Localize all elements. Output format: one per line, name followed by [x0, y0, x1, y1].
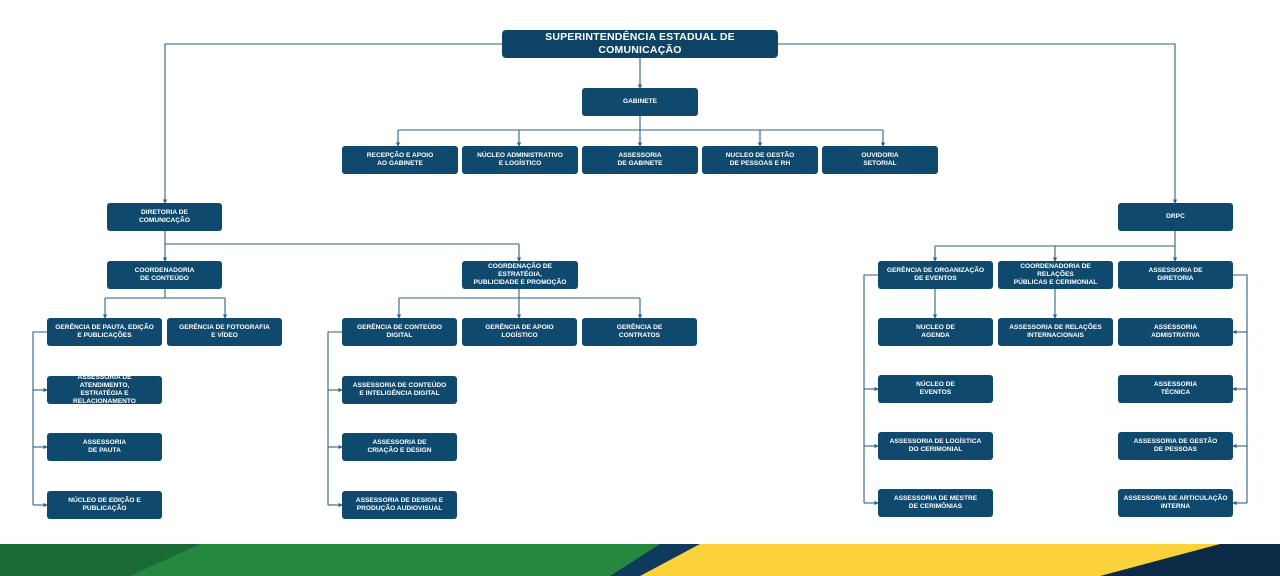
node-ger-pauta[interactable]: GERÊNCIA DE PAUTA, EDIÇÃO E PUBLICAÇÕES [47, 318, 162, 346]
connector-line [935, 231, 1176, 247]
connector-line [327, 331, 342, 505]
node-assessoria-gabinete[interactable]: ASSESSORIA DE GABINETE [582, 146, 698, 174]
band-navy [610, 544, 700, 576]
node-nucleo-gestao-pessoas[interactable]: NUCLEO DE GESTÃO DE PESSOAS E RH [702, 146, 818, 174]
node-gabinete[interactable]: GABINETE [582, 88, 698, 116]
node-coord-relacoes[interactable]: COORDENADORIA DE RELAÇÕES PÚBLICAS E CER… [998, 261, 1113, 289]
footer-color-band [0, 544, 1280, 576]
node-drpc[interactable]: DRPC [1118, 203, 1233, 231]
node-assessoria-design-audiovisual[interactable]: ASSESSORIA DE DESIGN E PRODUÇÃO AUDIOVIS… [342, 491, 457, 519]
node-assessoria-atendimento[interactable]: ASSESSORIA DE ATENDIMENTO, ESTRATÉGIA E … [47, 374, 162, 405]
band-green [130, 544, 700, 576]
connector-line [1233, 274, 1248, 503]
node-nucleo-eventos[interactable]: NÚCLEO DE EVENTOS [878, 375, 993, 403]
node-assessoria-relacoes-internacionais[interactable]: ASSESSORIA DE RELAÇÕES INTERNACIONAIS [998, 318, 1113, 346]
node-recepcao-apoio[interactable]: RECEPÇÃO E APOIO AO GABINETE [342, 146, 458, 174]
connector-line [164, 231, 519, 245]
node-ger-conteudo-digital[interactable]: GERÊNCIA DE CONTEÚDO DIGITAL [342, 318, 457, 346]
node-assessoria-mestre-cerimonias[interactable]: ASSESSORIA DE MESTRE DE CERIMÔNIAS [878, 489, 993, 517]
band-navy-dark [1100, 544, 1280, 576]
connector-line [32, 331, 47, 505]
node-coord-estrategia[interactable]: COORDENAÇÃO DE ESTRATÉGIA, PUBLICIDADE E… [462, 261, 578, 289]
node-nucleo-administrativo[interactable]: NÚCLEO ADMINISTRATIVO E LOGÍSTICO [462, 146, 578, 174]
node-nucleo-agenda[interactable]: NUCLEO DE AGENDA [878, 318, 993, 346]
node-ger-fotografia[interactable]: GERÊNCIA DE FOTOGRAFIA E VÍDEO [167, 318, 282, 346]
node-ger-contratos[interactable]: GERÊNCIA DE CONTRATOS [582, 318, 697, 346]
node-nucleo-edicao[interactable]: NÚCLEO DE EDIÇÃO E PUBLICAÇÃO [47, 491, 162, 519]
node-ger-eventos[interactable]: GERÊNCIA DE ORGANIZAÇÃO DE EVENTOS [878, 261, 993, 289]
node-assessoria-logistica-cerimonial[interactable]: ASSESSORIA DE LOGÍSTICA DO CERIMONIAL [878, 432, 993, 460]
connector-line [164, 289, 225, 299]
band-yellow [640, 544, 1230, 576]
node-diretoria-comunicacao[interactable]: DIRETORIA DE COMUNICAÇÃO [107, 203, 222, 231]
connector-line [398, 116, 883, 131]
node-assessoria-conteudo-digital[interactable]: ASSESSORIA DE CONTEÚDO E INTELIGÊNCIA DI… [342, 376, 457, 404]
node-assessoria-pauta[interactable]: ASSESSORIA DE PAUTA [47, 433, 162, 461]
node-assessoria-administrativa[interactable]: ASSESSORIA ADMISTRATIVA [1118, 318, 1233, 346]
node-assessoria-diretoria[interactable]: ASSESSORIA DE DIRETORIA [1118, 261, 1233, 289]
node-assessoria-articulacao-interna[interactable]: ASSESSORIA DE ARTICULAÇÃO INTERNA [1118, 489, 1233, 517]
connector-arrow [162, 43, 502, 204]
node-assessoria-tecnica[interactable]: ASSESSORIA TÉCNICA [1118, 375, 1233, 403]
node-coord-conteudo[interactable]: COORDENADORIA DE CONTEÚDO [107, 261, 222, 289]
node-ouvidoria-setorial[interactable]: OUVIDORIA SETORIAL [822, 146, 938, 174]
connector-line [863, 274, 878, 503]
node-superintendencia[interactable]: SUPERINTENDÊNCIA ESTADUAL DE COMUNICAÇÃO [502, 30, 778, 58]
node-assessoria-criacao[interactable]: ASSESSORIA DE CRIAÇÃO E DESIGN [342, 433, 457, 461]
connector-arrow [778, 43, 1178, 204]
node-ger-apoio-logistico[interactable]: GERÊNCIA DE APOIO LOGÍSTICO [462, 318, 577, 346]
node-assessoria-gestao-pessoas[interactable]: ASSESSORIA DE GESTÃO DE PESSOAS [1118, 432, 1233, 460]
